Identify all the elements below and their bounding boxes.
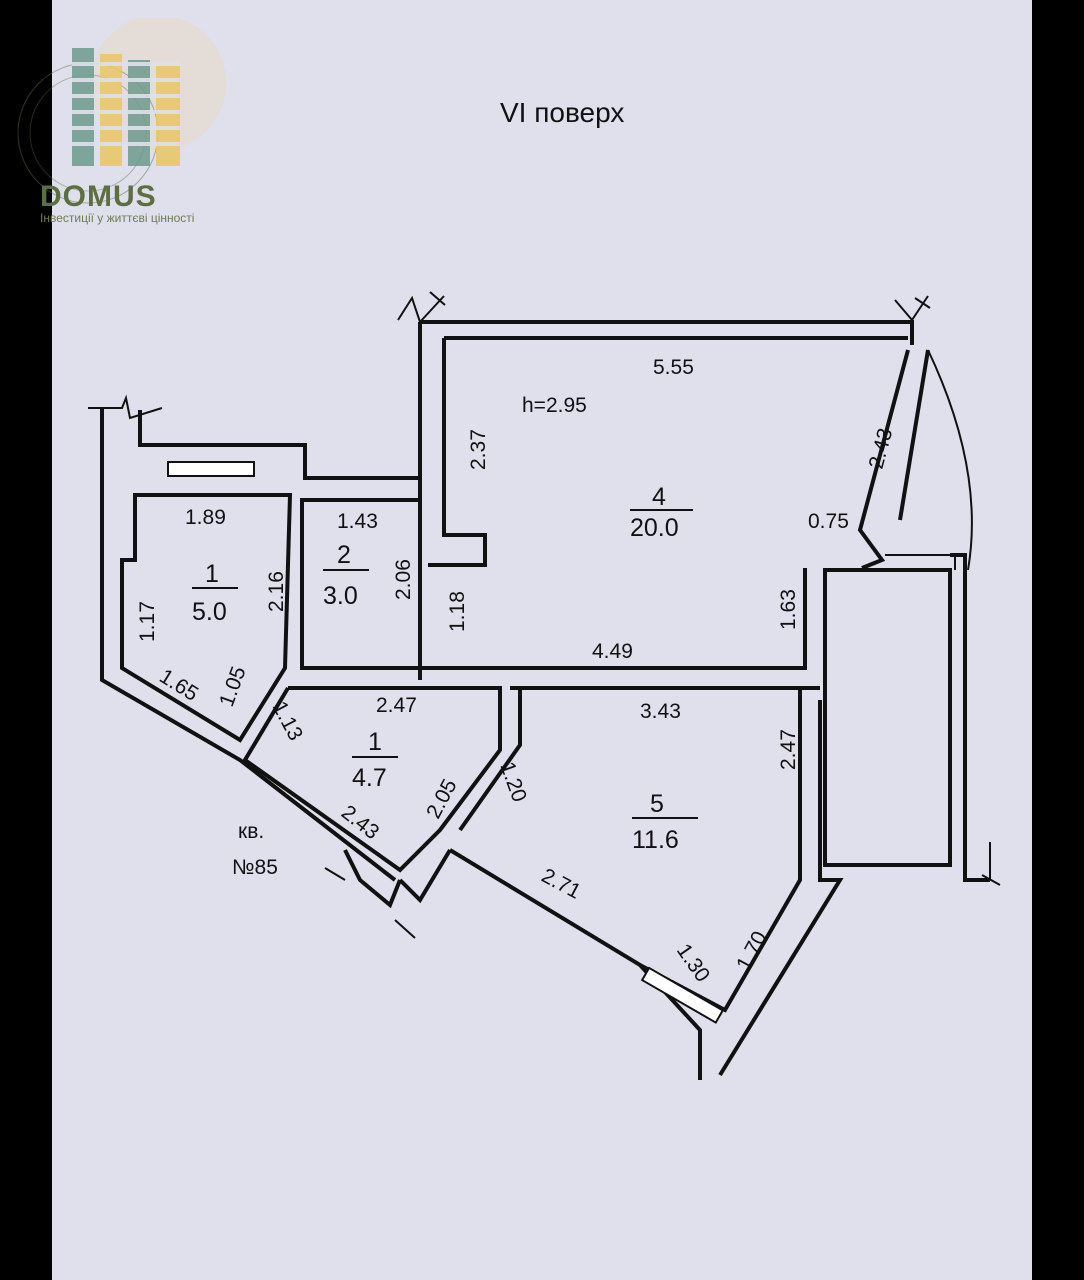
dim-r5-top: 3.43 bbox=[640, 700, 681, 723]
dim-hall-left: 1.13 bbox=[268, 698, 307, 745]
dim-hall-top: 2.47 bbox=[376, 694, 417, 717]
room-area: 5.0 bbox=[192, 598, 227, 626]
room-number: 5 bbox=[650, 790, 664, 818]
room-area: 4.7 bbox=[352, 764, 387, 792]
room-number: 1 bbox=[368, 728, 382, 756]
room-area: 3.0 bbox=[323, 582, 358, 610]
apartment-label-line2: №85 bbox=[232, 856, 278, 879]
dim-r2-right: 2.06 bbox=[392, 559, 415, 600]
dim-r4-window: 2.43 bbox=[865, 426, 898, 471]
dim-r1-left: 1.17 bbox=[136, 601, 159, 642]
floor-plan: VI поверх bbox=[88, 97, 1001, 1080]
room-number: 2 bbox=[337, 541, 351, 569]
floor-title: VI поверх bbox=[500, 97, 624, 128]
radiator-top bbox=[167, 461, 255, 477]
dim-r1-diag: 1.65 bbox=[155, 665, 202, 706]
room-2-label: 2 3.0 bbox=[323, 541, 369, 610]
dim-r5-right: 2.47 bbox=[777, 729, 800, 770]
logo-name: DOMUS bbox=[40, 180, 157, 213]
dim-r4-bottom: 4.49 bbox=[592, 640, 633, 663]
dim-hall-right: 2.05 bbox=[422, 775, 461, 822]
hall-label: 1 4.7 bbox=[352, 728, 398, 792]
dim-r1-top: 1.89 bbox=[185, 506, 226, 529]
dim-r1-right: 2.16 bbox=[265, 571, 288, 612]
room-number: 1 bbox=[205, 560, 219, 588]
dim-r4-right: 1.63 bbox=[777, 589, 800, 630]
dim-r2-top: 1.43 bbox=[337, 510, 378, 533]
dim-r5-bottom: 2.71 bbox=[538, 864, 585, 903]
dim-r4-top: 5.55 bbox=[653, 356, 694, 379]
dim-r4-short: 0.75 bbox=[808, 510, 849, 533]
room-number: 4 bbox=[652, 483, 666, 511]
dim-r4-left: 2.37 bbox=[467, 429, 490, 470]
building-icon bbox=[72, 48, 180, 166]
dim-hall-bottom: 2.43 bbox=[337, 801, 383, 844]
logo-tagline: Інвестиції у життєві цінності bbox=[40, 211, 194, 225]
dim-r5-left: 1.20 bbox=[495, 759, 531, 805]
room-5-label: 5 11.6 bbox=[632, 790, 698, 854]
room-area: 11.6 bbox=[632, 826, 679, 854]
apartment-label-line1: кв. bbox=[238, 820, 264, 843]
floor-plan-sheet: VI поверх bbox=[52, 0, 1032, 1280]
room-4-label: 4 20.0 bbox=[630, 483, 693, 542]
dim-r1-door: 1.05 bbox=[215, 663, 251, 709]
domus-logo: DOMUS Інвестиції у життєві цінності bbox=[17, 18, 226, 225]
room-1-label: 1 5.0 bbox=[192, 560, 238, 626]
ceiling-height-label: h=2.95 bbox=[522, 394, 587, 417]
dim-r5-diag: 1.70 bbox=[732, 927, 771, 974]
dim-r5-step: 1.30 bbox=[672, 940, 714, 987]
walls bbox=[88, 291, 1001, 1080]
radiator-bottom bbox=[640, 966, 725, 1024]
room-area: 20.0 bbox=[630, 514, 679, 542]
dim-r4-lower-left: 1.18 bbox=[446, 591, 469, 632]
